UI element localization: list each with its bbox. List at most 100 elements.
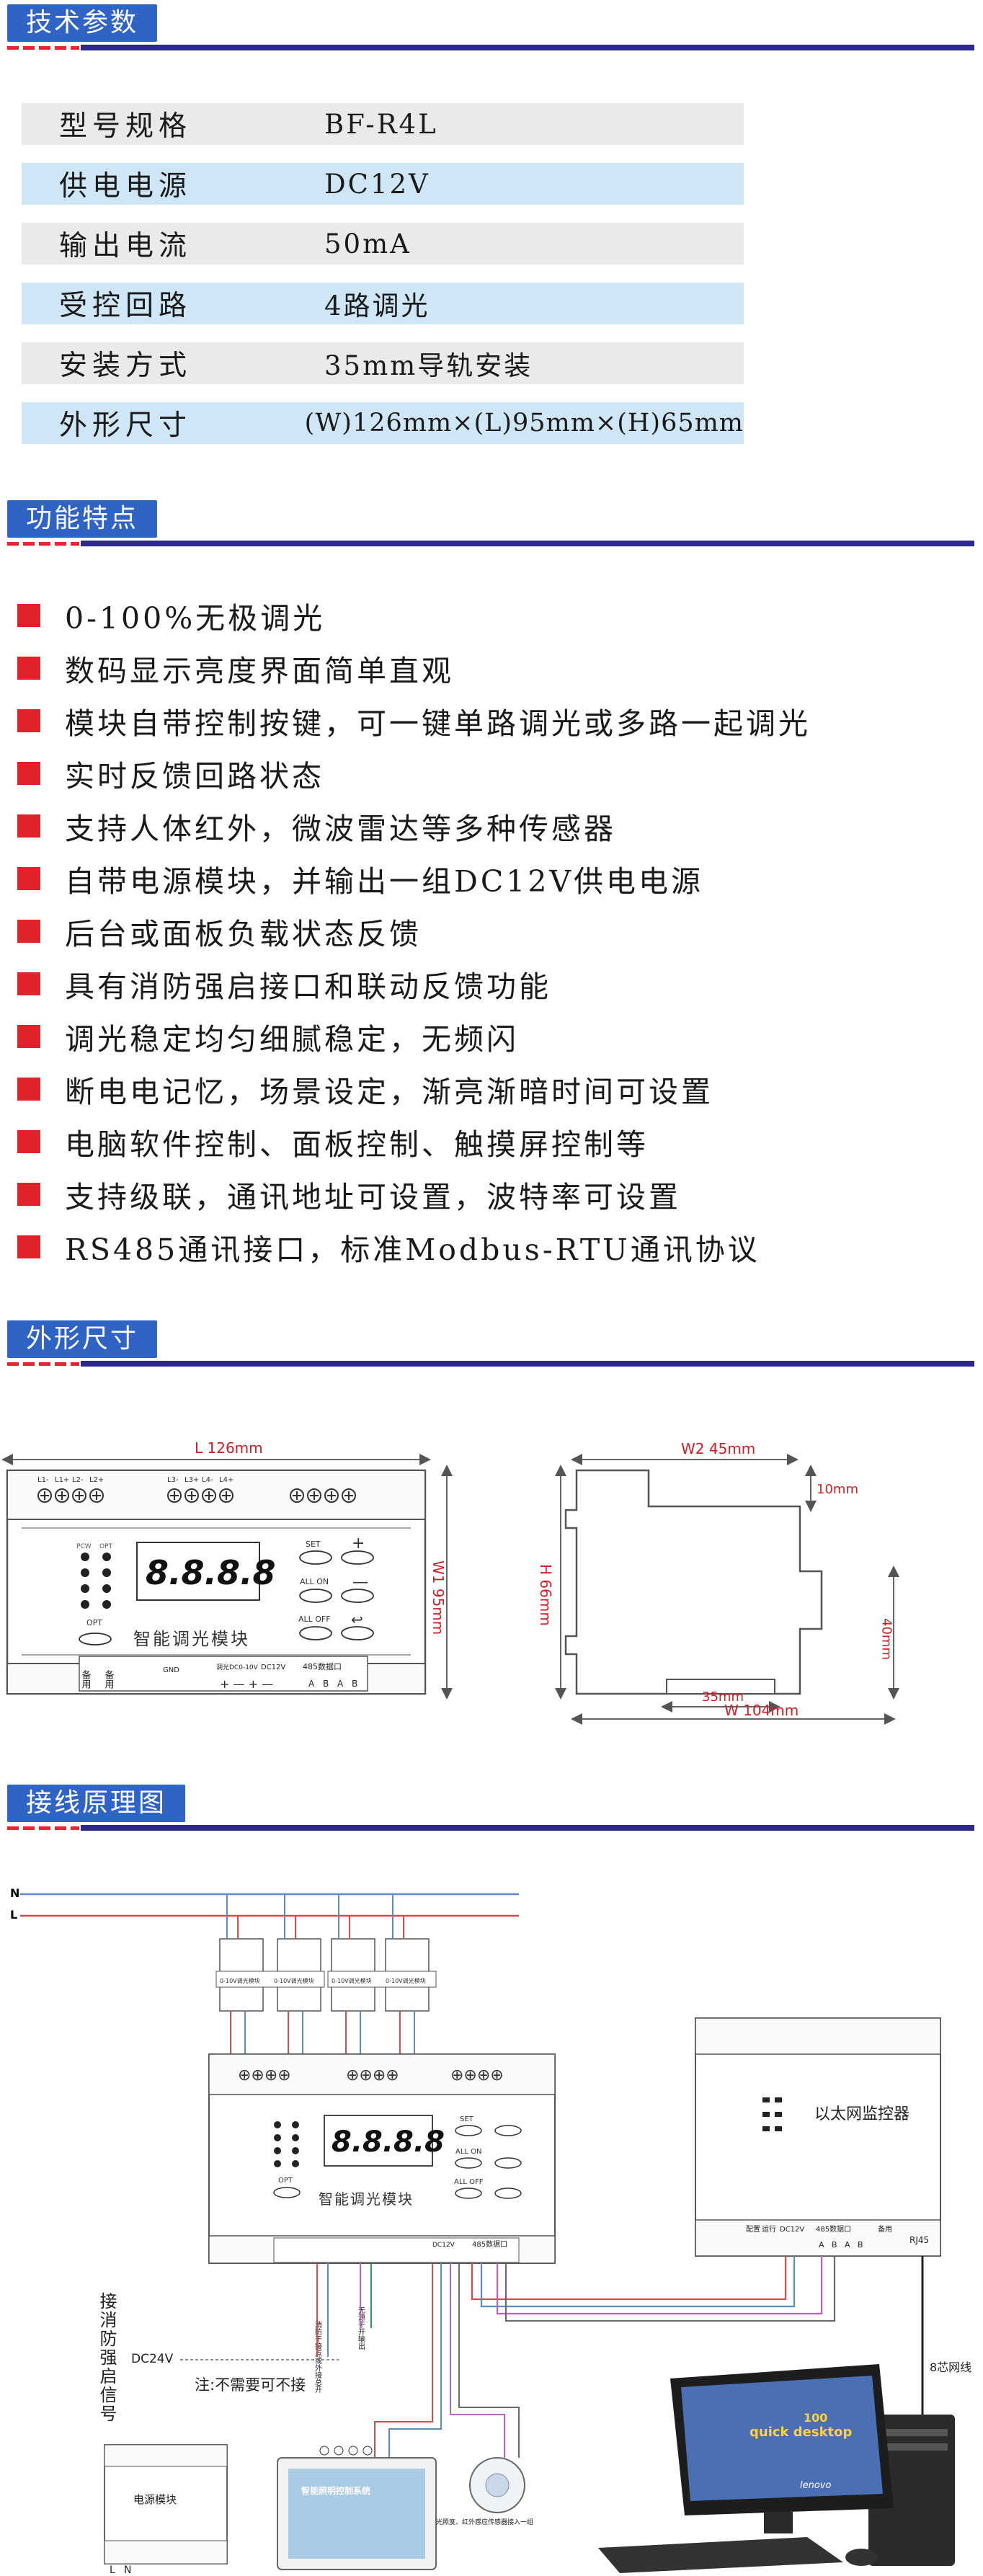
terminal-label: L4+ bbox=[219, 1476, 233, 1484]
button-label: ALL ON bbox=[300, 1577, 329, 1586]
wiring-module-terminals: ⊕⊕⊕⊕ bbox=[450, 2066, 504, 2084]
wiring-all-off-button[interactable] bbox=[455, 2188, 482, 2199]
list-item: 断电电记忆，场景设定，渐亮渐暗时间可设置 bbox=[17, 1067, 713, 1111]
dc24v-label: DC24V bbox=[131, 2352, 174, 2366]
bottom-terminal-label: 备用 bbox=[103, 1669, 115, 1689]
dim-L-label: L 126mm bbox=[195, 1439, 263, 1457]
return-button[interactable] bbox=[341, 1626, 374, 1640]
section-divider bbox=[81, 541, 974, 546]
wiring-all-on-button[interactable] bbox=[455, 2157, 482, 2169]
spec-label: 型号规格 bbox=[59, 110, 192, 143]
terminal-signs: + — + — bbox=[220, 1677, 273, 1691]
bottom-terminal-label: 485数据口 bbox=[472, 2239, 507, 2249]
dim-W-label: W 104mm bbox=[724, 1702, 799, 1719]
dimmer-unit-label: 0-10V调光模块 bbox=[220, 1977, 260, 1984]
spec-label: 外形尺寸 bbox=[59, 409, 192, 442]
all-off-button[interactable] bbox=[299, 1626, 332, 1640]
section-header-features: 功能特点 bbox=[0, 496, 983, 554]
pc-screen-text: quick desktop bbox=[750, 2425, 853, 2440]
wiring-module-terminals: ⊕⊕⊕⊕ bbox=[238, 2066, 291, 2084]
module-side-profile bbox=[564, 1469, 823, 1695]
all-on-button[interactable] bbox=[299, 1589, 332, 1603]
power-L-label: L bbox=[110, 2564, 115, 2576]
neutral-label: N bbox=[10, 1886, 19, 1900]
dimmer-unit-label: 0-10V调光模块 bbox=[274, 1977, 314, 1984]
section-divider-dashes bbox=[7, 1826, 79, 1830]
bottom-terminal-label: A bbox=[308, 1679, 315, 1689]
section-title-tech: 技术参数 bbox=[7, 4, 158, 42]
display-digits: 8.8.8.8 bbox=[146, 1553, 275, 1592]
wiring-opt-button[interactable] bbox=[273, 2187, 301, 2198]
wiring-set-button[interactable] bbox=[455, 2125, 482, 2136]
touch-screen-title: 智能照明控制系统 bbox=[301, 2485, 370, 2496]
spec-row: 受控回路 4路调光 bbox=[22, 283, 744, 324]
terminal-label: L4- bbox=[202, 1476, 213, 1484]
bullet-square-icon bbox=[17, 762, 40, 785]
bottom-terminal-label: B bbox=[352, 1679, 357, 1689]
wiring-minus-button[interactable] bbox=[494, 2157, 522, 2169]
monitor-port-label: A bbox=[819, 2240, 824, 2249]
network-cable-label: 8芯网线 bbox=[930, 2360, 971, 2374]
bottom-terminal-label: GND bbox=[163, 1666, 179, 1674]
terminal-label: L2- bbox=[72, 1476, 84, 1484]
monitor-port-label: 运行 bbox=[762, 2224, 776, 2234]
dimension-drawing: L 126mm L1- L1+ L2- L2+ L3- L3+ L4- L4+ … bbox=[1, 1439, 899, 1725]
list-item: 后台或面板负载状态反馈 bbox=[17, 910, 422, 953]
wiring-return-button[interactable] bbox=[494, 2188, 522, 2199]
dim-35-label: 35mm bbox=[702, 1689, 744, 1705]
monitor-port-label: B bbox=[832, 2240, 837, 2249]
list-item: 0-100%无极调光 bbox=[17, 594, 325, 637]
button-label: ALL OFF bbox=[298, 1615, 331, 1624]
terminal-label: L3- bbox=[167, 1476, 179, 1484]
opt-label: OPT bbox=[278, 2177, 293, 2185]
wiring-module-terminals: ⊕⊕⊕⊕ bbox=[346, 2066, 399, 2084]
dimmer-unit-label: 0-10V调光模块 bbox=[332, 1977, 372, 1984]
spec-value: BF-R4L bbox=[324, 108, 438, 140]
monitor-port-label: RJ45 bbox=[909, 2235, 929, 2245]
spec-row: 安装方式 35mm导轨安装 bbox=[22, 342, 744, 384]
terminal-label: L1- bbox=[37, 1476, 49, 1484]
bottom-terminal-label: DC12V bbox=[261, 1664, 285, 1671]
list-item: 自带电源模块，并输出一组DC12V供电电源 bbox=[17, 857, 703, 900]
monitor-port-label: B bbox=[858, 2240, 863, 2249]
power-module-label: 电源模块 bbox=[133, 2493, 177, 2506]
monitor-port-label: A bbox=[845, 2240, 850, 2249]
plus-icon: + bbox=[352, 1535, 365, 1553]
ethernet-monitor-label: 以太网监控器 bbox=[814, 2105, 909, 2123]
minus-button[interactable] bbox=[341, 1589, 374, 1603]
section-divider bbox=[81, 1361, 974, 1367]
spec-label: 受控回路 bbox=[59, 290, 192, 322]
bullet-square-icon bbox=[17, 1025, 40, 1048]
monitor-port-label: 备用 bbox=[878, 2224, 892, 2234]
terminal-label: L3+ bbox=[184, 1476, 199, 1484]
terminal-block-left bbox=[37, 1488, 104, 1503]
spec-value: 35mm导轨安装 bbox=[324, 350, 533, 381]
bullet-square-icon bbox=[17, 1183, 40, 1206]
list-item: 电脑软件控制、面板控制、触摸屏控制等 bbox=[17, 1120, 649, 1163]
sensor-caption: 光照度、红外感应传感器接入一组 bbox=[436, 2518, 533, 2526]
spec-row: 型号规格 BF-R4L bbox=[22, 103, 744, 145]
set-button[interactable] bbox=[299, 1550, 332, 1565]
bullet-square-icon bbox=[17, 657, 40, 680]
dim-H-label: H 66mm bbox=[537, 1564, 554, 1626]
list-item: 支持人体红外，微波雷达等多种传感器 bbox=[17, 804, 616, 848]
section-title-dimensions: 外形尺寸 bbox=[7, 1320, 158, 1358]
opt-label: OPT bbox=[86, 1618, 102, 1627]
bottom-terminal-strip bbox=[79, 1656, 368, 1692]
wiring-plus-button[interactable] bbox=[494, 2125, 522, 2136]
bullet-square-icon bbox=[17, 972, 40, 995]
bottom-terminal-label: 调光DC0-10V bbox=[216, 1663, 259, 1671]
opt-button[interactable] bbox=[79, 1633, 112, 1645]
plus-button[interactable] bbox=[341, 1550, 374, 1565]
spec-row: 供电电源 DC12V bbox=[22, 163, 744, 205]
spec-value: (W)126mm×(L)95mm×(H)65mm bbox=[304, 409, 744, 438]
return-icon: ↩ bbox=[351, 1611, 363, 1628]
power-N-label: N bbox=[124, 2564, 131, 2576]
button-label: ALL OFF bbox=[454, 2178, 484, 2186]
ethernet-monitor-body bbox=[695, 2017, 941, 2257]
spec-label: 安装方式 bbox=[59, 350, 192, 382]
spec-value: DC12V bbox=[324, 168, 430, 200]
terminal-block-mid bbox=[167, 1488, 233, 1503]
monitor-port-label: DC12V bbox=[780, 2226, 804, 2234]
list-item: 实时反馈回路状态 bbox=[17, 752, 324, 795]
